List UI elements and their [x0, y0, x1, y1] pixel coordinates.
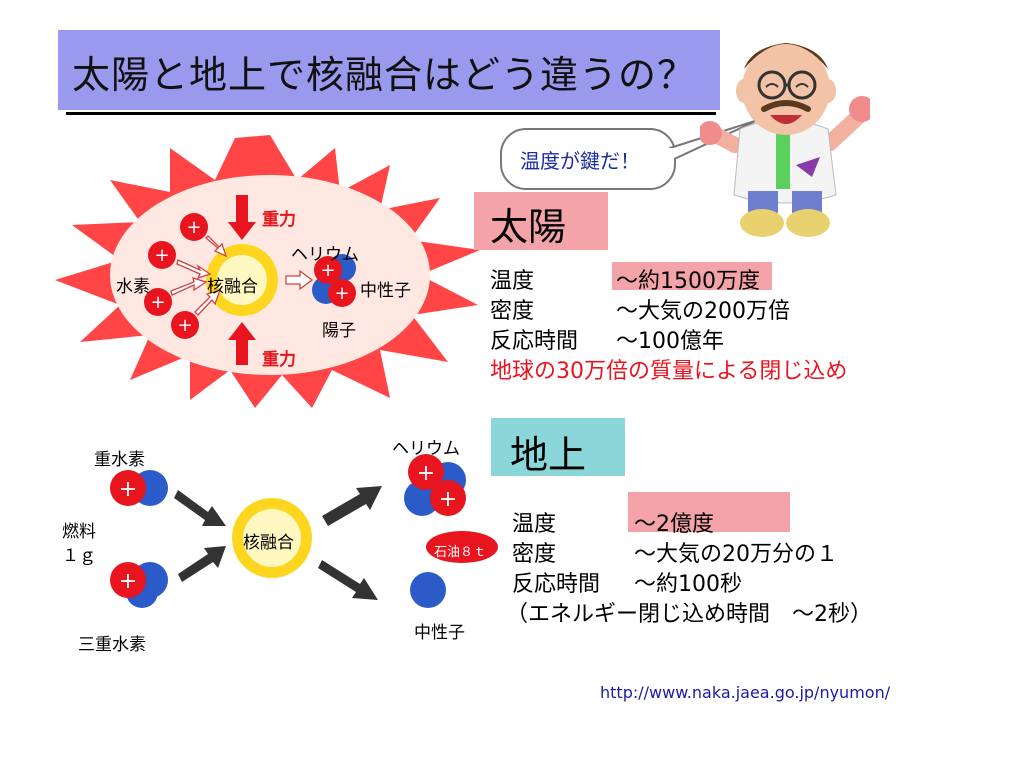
hand-left — [700, 121, 722, 145]
sun-temperature-highlight — [612, 262, 772, 290]
title-banner — [58, 30, 720, 110]
earth-label: 地上 — [510, 433, 587, 477]
sun-neutron-label: 中性子 — [360, 281, 411, 301]
page-title: 太陽と地上で核融合はどう違うの？ — [72, 53, 697, 97]
earth-helium-nucleus: + + — [404, 454, 466, 516]
sun-temp-value: ～約1500万度 — [616, 269, 760, 294]
hand-right — [849, 96, 870, 122]
svg-text:+: + — [150, 292, 165, 313]
earth-fusion-label: 核融合 — [243, 533, 294, 553]
arrow-to-neutron-earth — [318, 560, 378, 600]
sun-proton-label: 陽子 — [322, 321, 356, 341]
fuel-amount: １ｇ — [62, 546, 96, 566]
earth-density-key: 密度 — [512, 542, 557, 567]
earth-time-key: 反応時間 — [512, 572, 601, 597]
earth-density-value: ～大気の20万分の１ — [634, 542, 838, 567]
svg-text:+: + — [154, 245, 169, 266]
earth-fusion-diagram: + + + + — [110, 454, 498, 608]
svg-text:+: + — [119, 569, 137, 594]
sun-helium-label: ヘリウム — [291, 245, 359, 265]
earth-helium-label: ヘリウム — [392, 439, 460, 459]
tritium-label: 三重水素 — [78, 635, 146, 655]
speech-bubble — [500, 128, 676, 190]
gravity-arrow-down — [228, 195, 256, 240]
hydrogen-label: 水素 — [116, 277, 150, 297]
professor-illustration — [700, 43, 870, 237]
deuterium-nucleus: + — [110, 470, 168, 506]
gravity-label-top: 重力 — [262, 210, 296, 230]
title-underline — [66, 112, 716, 115]
tie — [776, 129, 790, 189]
deuterium-label: 重水素 — [94, 450, 145, 470]
sun-density-value: ～大気の200万倍 — [616, 299, 790, 324]
sun-density-key: 密度 — [490, 299, 535, 324]
earth-label-box — [491, 418, 625, 476]
svg-text:+: + — [334, 283, 349, 304]
sun-fusion-label: 核融合 — [207, 277, 258, 297]
source-url[interactable]: http://www.naka.jaea.go.jp/nyumon/ — [600, 683, 891, 702]
svg-text:+: + — [119, 477, 137, 502]
sun-fusion-diagram: + + + + + + — [55, 135, 480, 408]
svg-text:+: + — [439, 487, 457, 512]
svg-text:+: + — [186, 217, 201, 238]
svg-text:+: + — [320, 260, 335, 281]
svg-text:+: + — [417, 461, 435, 486]
gravity-arrow-up — [228, 322, 256, 365]
oil-label: 石油８ｔ — [434, 545, 487, 560]
arrow-to-helium-earth — [322, 486, 382, 526]
speech-bubble-text: 温度が鍵だ！ — [520, 149, 640, 173]
earth-neutron — [410, 572, 446, 608]
arrow-deuterium-to-fusion — [174, 490, 226, 526]
sun-confinement-note: 地球の30万倍の質量による閉じ込め — [490, 359, 848, 384]
arrow-to-helium — [285, 269, 314, 291]
svg-text:+: + — [177, 315, 192, 336]
sun-time-value: ～100億年 — [616, 329, 724, 354]
sun-label-box — [474, 192, 608, 250]
sun-time-key: 反応時間 — [490, 329, 579, 354]
fuel-label: 燃料 — [62, 522, 96, 542]
sun-label: 太陽 — [490, 205, 567, 249]
earth-time-value: ～約100秒 — [634, 572, 742, 597]
earth-neutron-label: 中性子 — [414, 623, 465, 643]
sun-temp-key: 温度 — [490, 269, 535, 294]
tritium-nucleus: + — [110, 562, 168, 608]
earth-confinement-note: （エネルギー閉じ込め時間 ～2秒） — [506, 602, 872, 627]
earth-temperature-highlight — [628, 492, 790, 532]
earth-temp-key: 温度 — [512, 512, 557, 537]
helium-nucleus: + + — [312, 254, 356, 307]
arrow-tritium-to-fusion — [178, 546, 226, 582]
oil-badge — [426, 531, 498, 563]
hydrogen-protons: + + + + — [144, 213, 208, 339]
gravity-label-bottom: 重力 — [262, 350, 296, 370]
earth-temp-value: ～2億度 — [634, 512, 714, 537]
